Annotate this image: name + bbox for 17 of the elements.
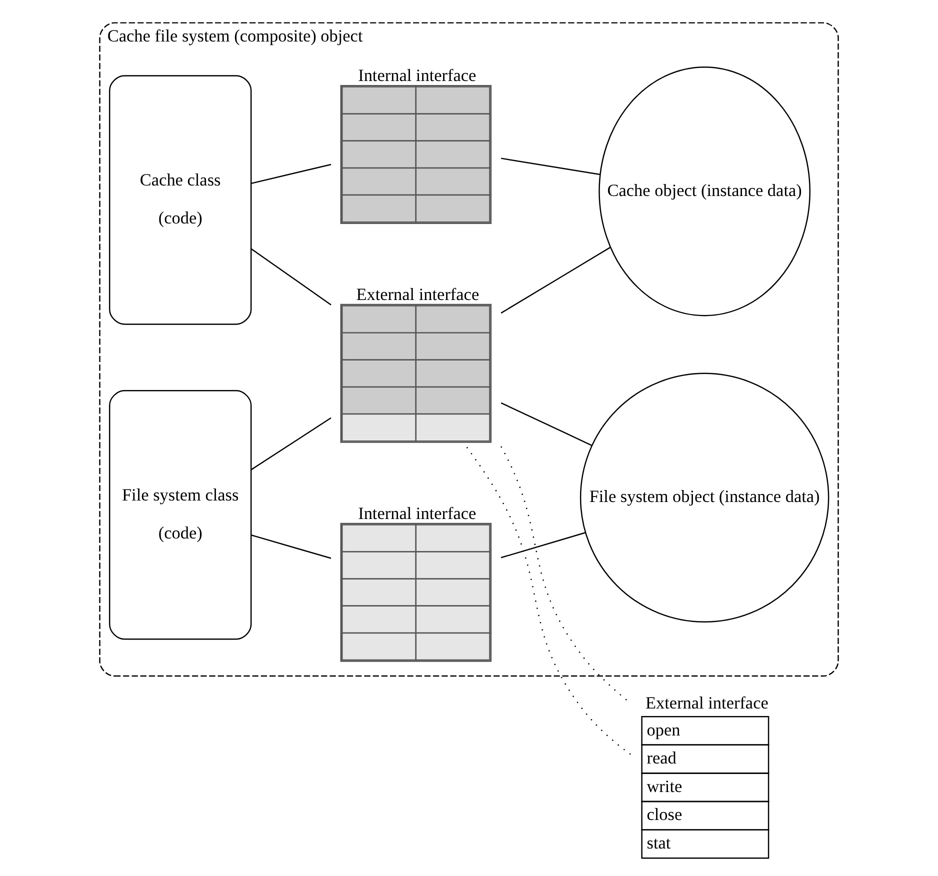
node-circle: File system object (instance data) (580, 372, 830, 623)
connector (251, 164, 332, 184)
node-label: Internal interface (358, 66, 476, 85)
connector (250, 417, 332, 470)
connector (500, 246, 611, 314)
connector (500, 158, 600, 176)
node-label: Internal interface (358, 504, 476, 523)
node-label: External interface (646, 693, 768, 712)
node-box: Cache class (code) (109, 75, 252, 325)
connector (500, 532, 586, 558)
connector (251, 534, 332, 559)
node-box: File system class (code) (109, 390, 252, 640)
connector (500, 402, 592, 446)
connector (250, 248, 332, 306)
node-label: External interface (356, 284, 480, 304)
node-ellipse: Cache object (instance data) (598, 66, 810, 316)
connector (466, 446, 632, 756)
